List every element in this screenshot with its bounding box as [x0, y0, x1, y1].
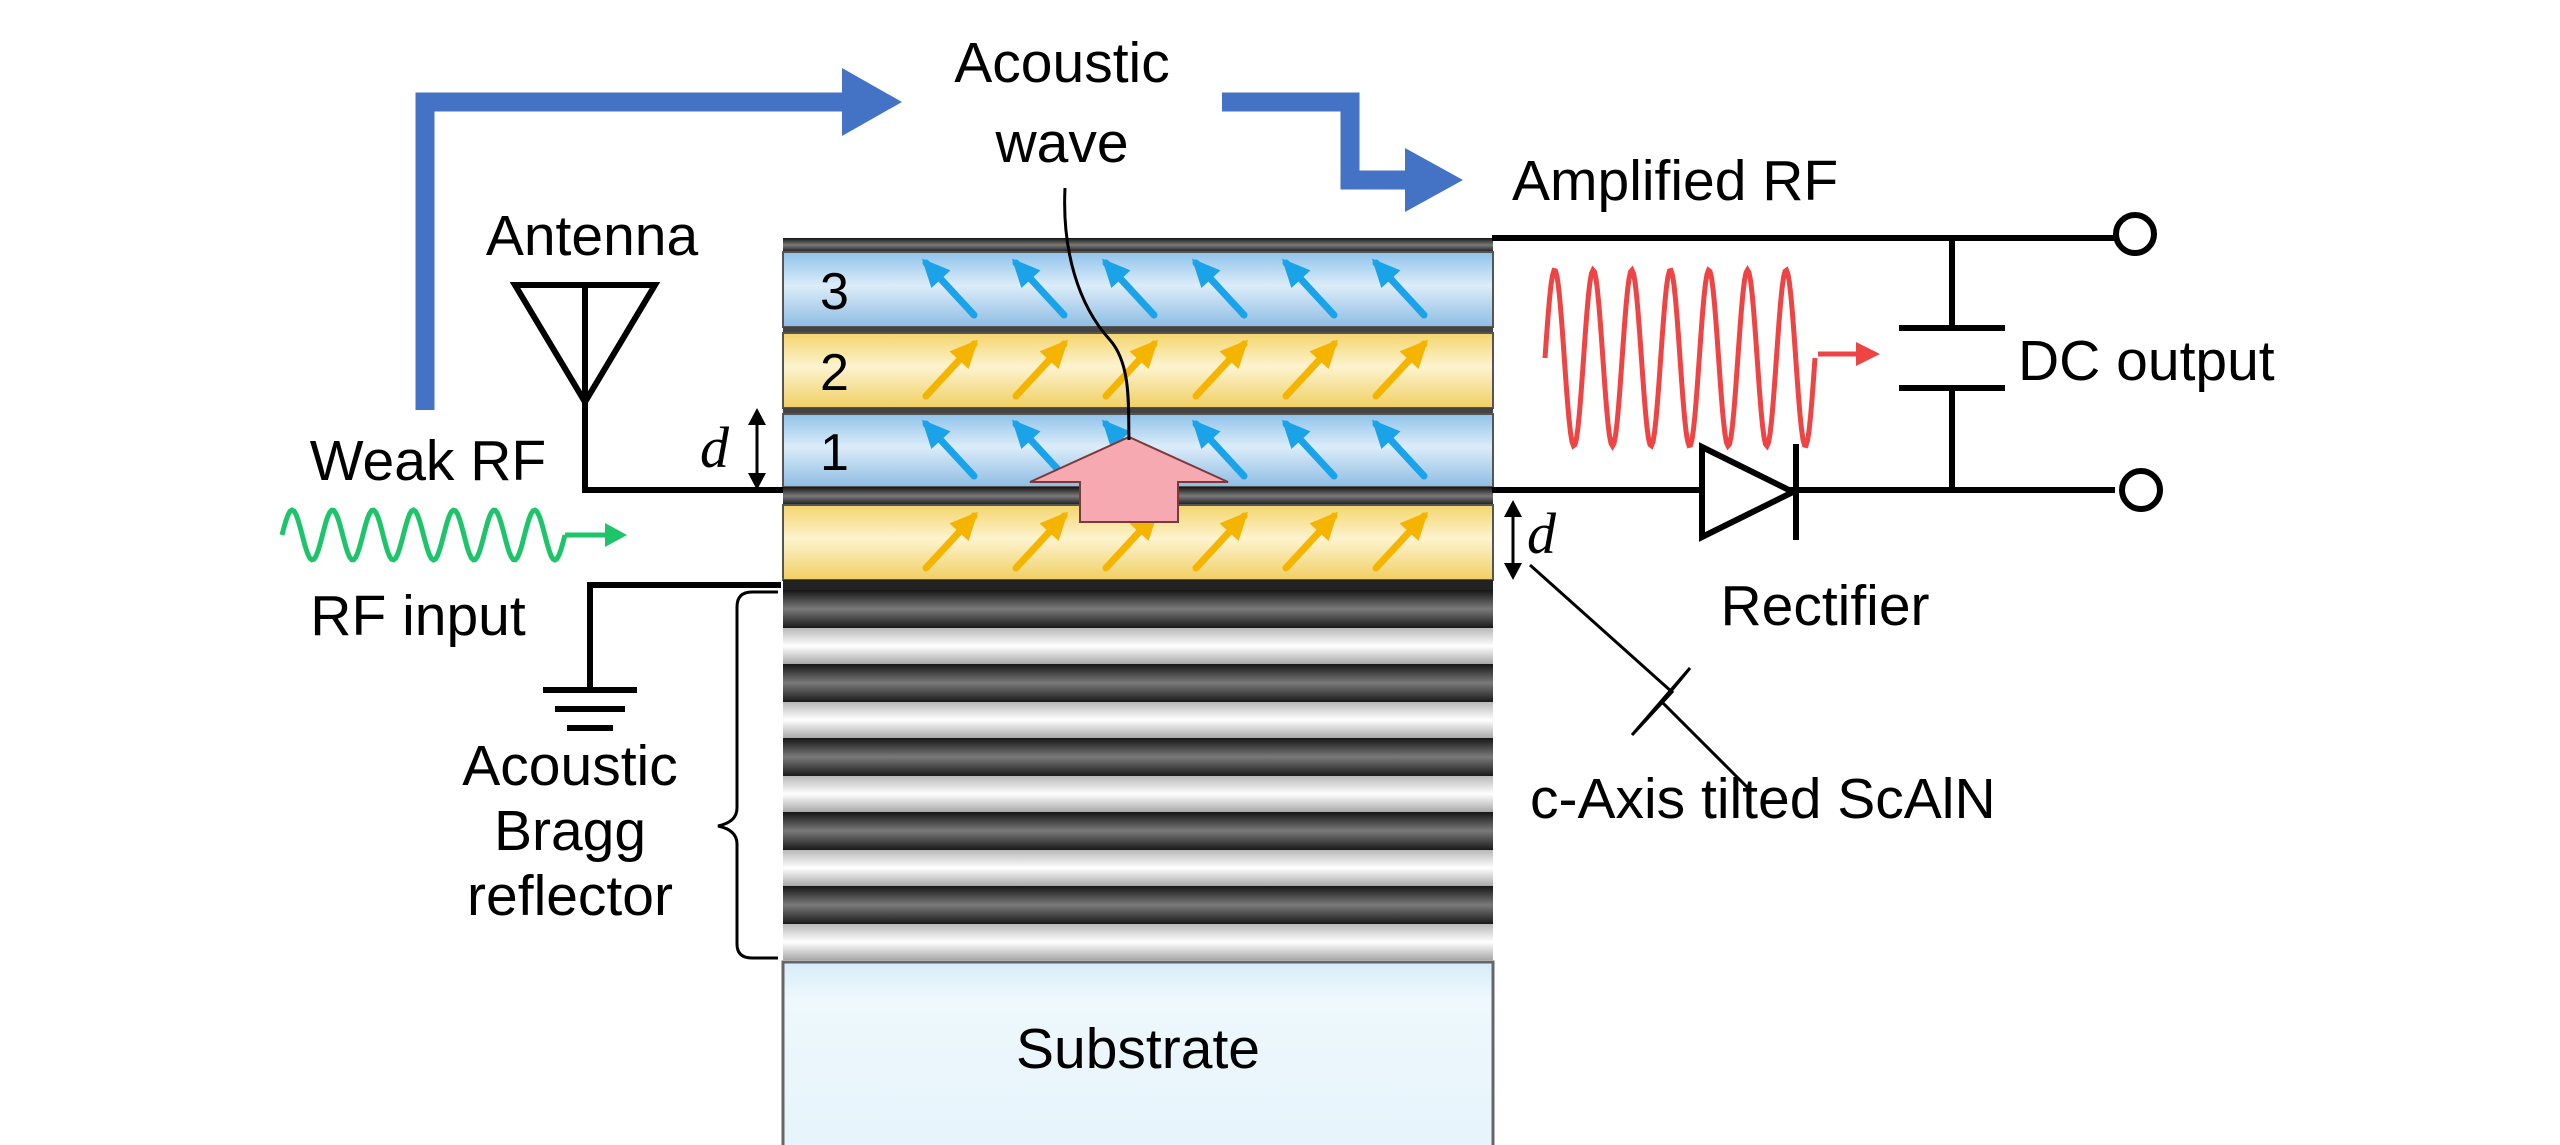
amplified-flow-arrowhead: [1405, 148, 1463, 212]
scaln-layer-3: [782, 251, 1494, 328]
signal-flow-arrows: [415, 68, 1463, 410]
ground-wire: [587, 582, 781, 691]
antenna-label: Antenna: [486, 204, 699, 268]
thickness-indicator-top: [748, 408, 766, 490]
dc-output-label: DC output: [2018, 329, 2275, 393]
scaln-layer-2: [782, 332, 1494, 409]
polarization-arrow-layer-2-6: [1372, 339, 1429, 400]
bragg-reflector-label-line2: Bragg: [494, 799, 646, 863]
bragg-layer-light-3: [783, 776, 1493, 812]
polarization-arrow-layer-2-4: [1192, 339, 1249, 400]
polarization-arrow-layer-1-6: [1371, 419, 1428, 480]
bragg-reflector-bracket: [717, 590, 778, 960]
bragg-layer-light-5: [783, 924, 1493, 960]
bragg-layer-dark-1: [783, 590, 1493, 628]
bragg-layer-dark-3: [783, 738, 1493, 776]
bragg-reflector-label-line3: reflector: [467, 864, 673, 928]
bottom-electrode: [783, 580, 1493, 590]
acoustic-wave-label-line1: Acoustic: [954, 31, 1169, 95]
weak-rf-flow-arrowhead: [842, 68, 902, 136]
polarization-arrow-layer-2-2: [1012, 339, 1069, 400]
electrode-3-2: [783, 327, 1493, 333]
polarization-arrow-input-layer-1: [922, 511, 979, 572]
input-circuit: [509, 282, 783, 731]
layer-number-3: 3: [820, 263, 849, 321]
amplified-flow-arrow: [1222, 92, 1410, 190]
polarization-arrow-layer-1-4: [1191, 419, 1248, 480]
rectifier-diode-icon: [1699, 442, 1800, 542]
output-circuit: [1492, 212, 2163, 542]
thickness-label-top: d: [700, 415, 730, 480]
layer-number-1: 1: [820, 424, 849, 482]
rf-input-label: RF input: [310, 584, 526, 648]
substrate: [781, 960, 1495, 1145]
polarization-arrow-layer-1-5: [1281, 419, 1338, 480]
output-terminal-top: [2113, 212, 2157, 256]
acoustic-wave-pointer-line: [1063, 187, 1131, 441]
amplified-rf-label: Amplified RF: [1512, 149, 1838, 213]
polarization-arrow-layer-2-3: [1102, 339, 1159, 400]
polarization-arrow-layer-3-6: [1371, 258, 1428, 319]
thickness-label-bottom: d: [1527, 501, 1557, 566]
thickness-indicator-bottom: [1504, 500, 1522, 580]
top-electrode: [783, 238, 1493, 252]
polarization-arrow-input-layer-6: [1372, 511, 1429, 572]
amplified-rf-wave: [1542, 264, 1818, 452]
c-axis-scaln-label: c-Axis tilted ScAlN: [1530, 767, 1996, 831]
c-axis-pointer-line: [1529, 563, 1752, 792]
layer-stack: Substrate: [781, 238, 1495, 1145]
bragg-layer-dark-2: [783, 664, 1493, 702]
substrate-label: Substrate: [1016, 1017, 1260, 1081]
bragg-layer-light-1: [783, 628, 1493, 664]
weak-rf-flow-arrow: [415, 92, 850, 410]
polarization-arrow-layer-3-4: [1191, 258, 1248, 319]
polarization-arrow-input-layer-2: [1012, 511, 1069, 572]
polarization-arrow-input-layer-4: [1192, 511, 1249, 572]
bragg-layer-light-4: [783, 850, 1493, 886]
polarization-arrow-layer-3-2: [1011, 258, 1068, 319]
output-terminal-bottom: [2119, 468, 2163, 512]
weak-rf-wave-arrow: [565, 523, 627, 547]
acoustic-wave-label-line2: wave: [994, 111, 1128, 175]
polarization-arrow-layer-3-5: [1281, 258, 1338, 319]
polarization-arrows: [921, 258, 1429, 572]
polarization-arrow-layer-3-3: [1101, 258, 1158, 319]
bragg-layer-dark-5: [783, 886, 1493, 924]
amplified-rf-wave-arrow: [1818, 342, 1880, 366]
weak-rf-label: Weak RF: [310, 429, 547, 493]
polarization-arrow-layer-1-2: [1011, 419, 1068, 480]
polarization-arrow-layer-3-1: [921, 258, 978, 319]
bragg-layer-dark-4: [783, 812, 1493, 850]
electrode-2-1: [783, 408, 1493, 414]
polarization-arrow-input-layer-5: [1282, 511, 1339, 572]
bragg-layer-light-2: [783, 702, 1493, 738]
bragg-reflector-label-line1: Acoustic: [462, 734, 677, 798]
polarization-arrow-layer-1-1: [921, 419, 978, 480]
polarization-arrow-layer-2-1: [922, 339, 979, 400]
acoustic-wave-arrow: [1029, 435, 1229, 523]
weak-rf-wave: [279, 507, 568, 563]
polarization-arrow-layer-2-5: [1282, 339, 1339, 400]
layer-number-2: 2: [820, 344, 849, 402]
rectifier-label: Rectifier: [1720, 574, 1929, 638]
